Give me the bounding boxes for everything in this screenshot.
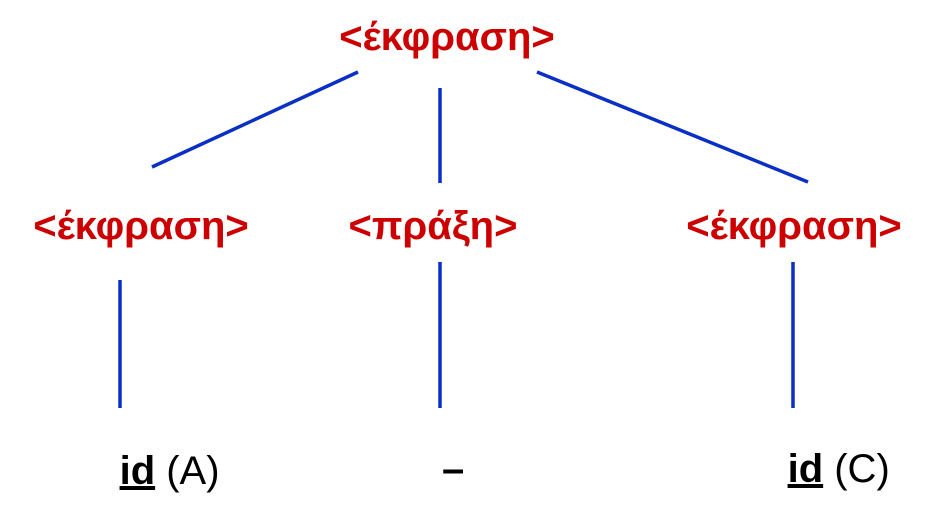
leaf-right-token: id	[788, 447, 824, 491]
leaf-left: id (A)	[64, 449, 253, 493]
leaf-right-suffix: (C)	[823, 447, 890, 491]
child-node-right-label: <έκφραση>	[686, 204, 902, 248]
leaf-right: id (C)	[732, 447, 923, 491]
root-node-label: <έκφραση>	[339, 15, 555, 59]
child-node-middle-label: <πράξη>	[349, 204, 518, 248]
child-node-left-label: <έκφραση>	[33, 204, 249, 248]
edge-root-left	[151, 70, 359, 169]
leaf-middle-token: –	[442, 447, 464, 491]
leaf-middle: –	[386, 447, 497, 491]
leaf-left-suffix: (A)	[155, 449, 219, 493]
edge-root-right	[536, 70, 809, 184]
leaf-left-token: id	[120, 449, 156, 493]
